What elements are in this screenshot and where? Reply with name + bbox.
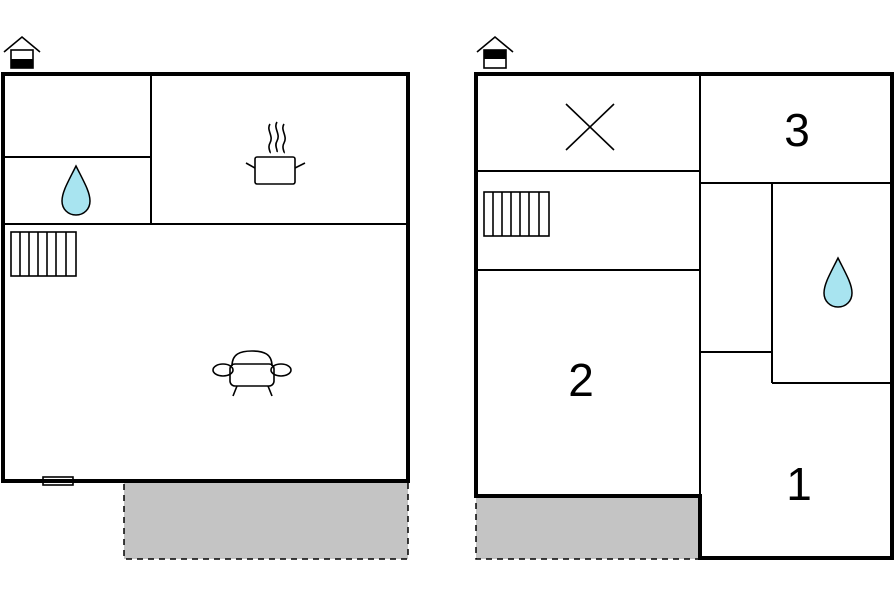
armchair-icon <box>212 350 292 397</box>
cooking-pot-icon <box>245 121 306 185</box>
terrace-left <box>123 480 409 560</box>
water-drop-icon <box>61 164 91 216</box>
room-label: 3 <box>784 104 810 156</box>
room-bedroom-3: 3 <box>784 104 810 156</box>
outer-wall-left <box>1 72 410 483</box>
water-drop-icon <box>823 256 853 308</box>
room-bathroom <box>823 256 853 308</box>
radiator-icon <box>10 231 77 277</box>
room-bedroom-2: 2 <box>568 354 594 406</box>
door-marker-icon <box>42 476 74 486</box>
room-bathroom <box>61 164 91 216</box>
entrance-icon <box>3 35 41 69</box>
room-living-room <box>212 350 292 397</box>
floor-plan-left <box>1 35 410 560</box>
room-bedroom-1: 1 <box>786 458 812 510</box>
radiator-icon <box>483 191 550 237</box>
cross-icon <box>565 103 615 151</box>
floor-plan-right: 3 2 1 <box>474 35 894 560</box>
entrance-icon <box>476 35 514 69</box>
room-label: 2 <box>568 354 594 406</box>
terrace-right <box>475 495 701 560</box>
room-label: 1 <box>786 458 812 510</box>
room-kitchen <box>245 121 306 185</box>
room-hallway <box>483 191 550 237</box>
outer-wall-right <box>474 72 894 560</box>
room-utility <box>565 103 615 151</box>
